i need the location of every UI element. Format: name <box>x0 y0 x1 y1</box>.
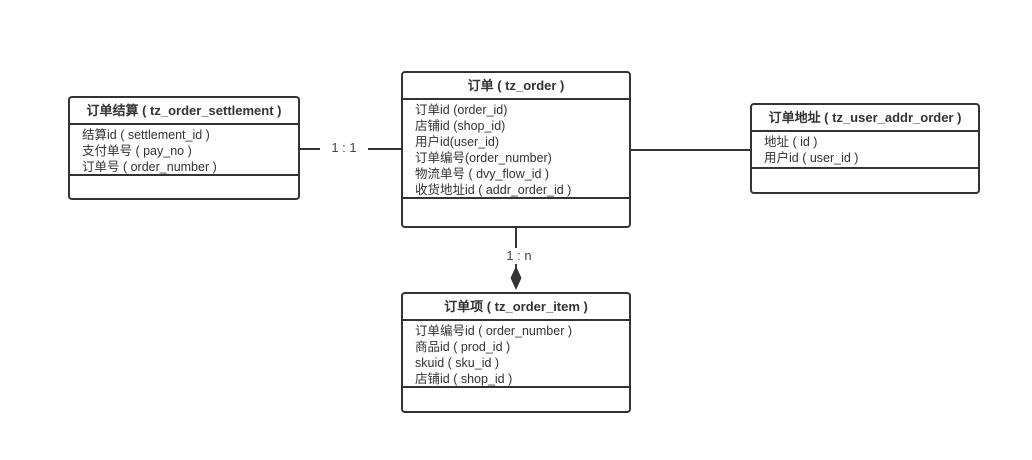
entity-field: 订单号 ( order_number ) <box>82 160 217 174</box>
entity-title: 订单 ( tz_order ) <box>403 73 629 100</box>
entity-field: 订单id (order_id) <box>415 103 508 117</box>
cardinality-label-1-1: 1 : 1 <box>320 140 368 156</box>
entity-order-item[interactable]: 订单项 ( tz_order_item ) 订单编号id ( order_num… <box>401 292 631 413</box>
entity-field: 物流单号 ( dvy_flow_id ) <box>415 167 550 181</box>
diamond-arrowhead-icon <box>510 266 522 290</box>
entity-field-list: 订单编号id ( order_number ) 商品id ( prod_id )… <box>403 321 629 388</box>
entity-order[interactable]: 订单 ( tz_order ) 订单id (order_id) 店铺id (sh… <box>401 71 631 228</box>
entity-footer-compartment <box>403 388 629 411</box>
entity-field: 店铺id ( shop_id ) <box>415 372 513 386</box>
entity-title: 订单结算 ( tz_order_settlement ) <box>70 98 298 125</box>
entity-field-list: 订单id (order_id) 店铺id (shop_id) 用户id(user… <box>403 100 629 199</box>
entity-field: 用户id ( user_id ) <box>764 151 859 165</box>
entity-footer-compartment <box>70 176 298 198</box>
entity-field: 结算id ( settlement_id ) <box>82 128 210 142</box>
entity-order-settlement[interactable]: 订单结算 ( tz_order_settlement ) 结算id ( sett… <box>68 96 300 200</box>
cardinality-label-1-n: 1 : n <box>495 248 543 264</box>
entity-field: 店铺id (shop_id) <box>415 119 506 133</box>
entity-title: 订单项 ( tz_order_item ) <box>403 294 629 321</box>
entity-user-addr-order[interactable]: 订单地址 ( tz_user_addr_order ) 地址 ( id ) 用户… <box>750 103 980 194</box>
entity-field: 收货地址id ( addr_order_id ) <box>415 183 572 197</box>
entity-field-list: 地址 ( id ) 用户id ( user_id ) <box>752 132 978 169</box>
entity-field: 地址 ( id ) <box>764 135 818 149</box>
entity-field: 商品id ( prod_id ) <box>415 340 511 354</box>
entity-footer-compartment <box>752 169 978 192</box>
entity-field: 订单编号id ( order_number ) <box>415 324 572 338</box>
entity-field: skuid ( sku_id ) <box>415 356 500 370</box>
entity-field: 订单编号(order_number) <box>415 151 552 165</box>
entity-field: 用户id(user_id) <box>415 135 500 149</box>
entity-footer-compartment <box>403 199 629 226</box>
entity-title: 订单地址 ( tz_user_addr_order ) <box>752 105 978 132</box>
entity-field-list: 结算id ( settlement_id ) 支付单号 ( pay_no ) 订… <box>70 125 298 176</box>
entity-field: 支付单号 ( pay_no ) <box>82 144 192 158</box>
